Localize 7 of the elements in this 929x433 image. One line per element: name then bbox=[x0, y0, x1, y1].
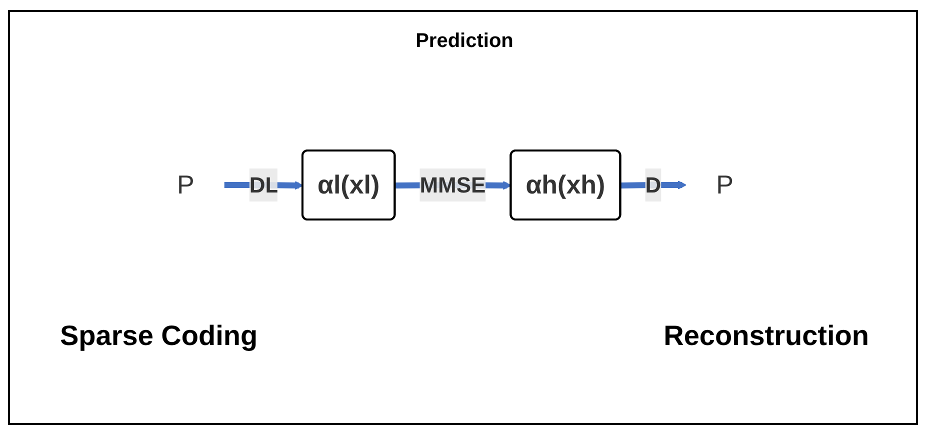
edge-label: D bbox=[644, 172, 661, 198]
section-label: Sparse Coding bbox=[60, 320, 258, 352]
section-label: Reconstruction bbox=[664, 320, 869, 352]
section-label: Prediction bbox=[416, 30, 514, 52]
node-text: P bbox=[716, 170, 734, 200]
node-text: P bbox=[176, 170, 194, 200]
edge-label: MMSE bbox=[419, 172, 486, 198]
